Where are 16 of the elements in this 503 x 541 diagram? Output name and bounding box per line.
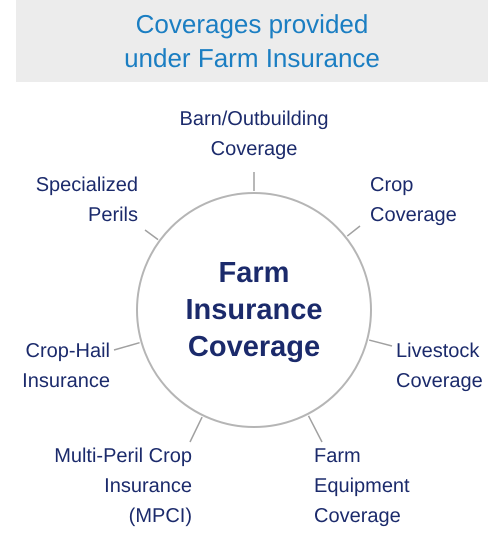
leader-line [253,172,255,191]
coverage-label: Livestock Coverage [396,336,503,396]
leader-line [368,339,392,347]
center-title: Farm Insurance Coverage [184,256,324,364]
coverage-label: Crop-Hail Insurance [0,336,110,396]
coverage-label: Crop Coverage [370,170,490,230]
leader-line [114,342,140,351]
leader-line [144,229,158,240]
coverage-label: Barn/Outbuilding Coverage [150,104,358,164]
leader-line [308,415,323,442]
coverage-label: Specialized Perils [0,170,138,230]
leader-line [189,416,203,442]
coverage-label: Farm Equipment Coverage [314,441,454,531]
coverage-label: Multi-Peril Crop Insurance (MPCI) [40,441,192,531]
leader-line [346,225,360,237]
title: Coverages provided under Farm Insurance [123,8,381,75]
